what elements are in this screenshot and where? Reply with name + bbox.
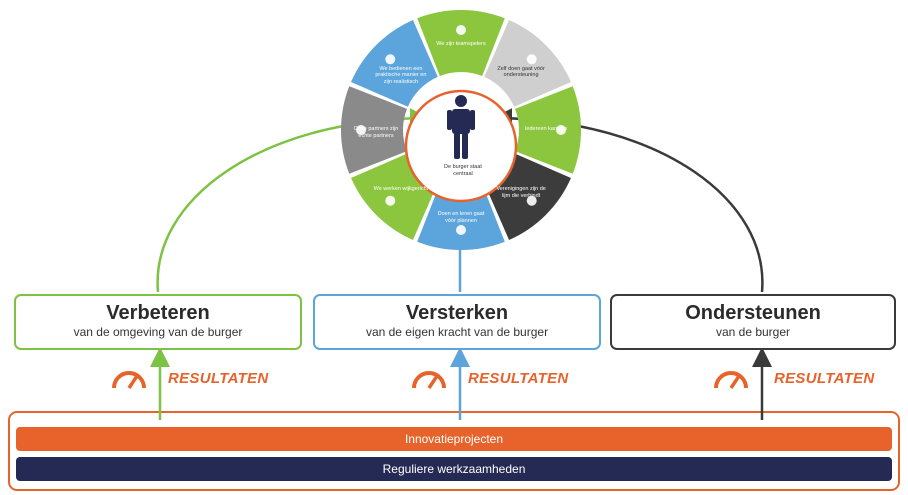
results-verbeteren: RESULTATEN: [168, 370, 269, 387]
bars-frame: [8, 411, 900, 491]
wheel-segment: [417, 9, 505, 76]
loop-icon: [456, 225, 466, 235]
document-icon: [526, 54, 537, 65]
results-ondersteunen: RESULTATEN: [774, 370, 875, 387]
box-subtitle: van de burger: [715, 325, 791, 339]
ladder-icon: [556, 125, 566, 135]
results-label: RESULTATEN: [468, 370, 569, 387]
eye-icon: [385, 54, 396, 65]
wheel-segment-label: Onze partners zijn échte partners: [353, 126, 399, 139]
link-icon: [356, 125, 366, 135]
wheel-segment-label: Doen en leren gaat vóór plannen: [437, 211, 485, 224]
gauge-icon: [714, 371, 748, 389]
center-label: De burger staat centraal: [444, 164, 482, 177]
results-label: RESULTATEN: [774, 370, 875, 387]
wheel-segment: [351, 20, 438, 107]
wheel-segment: [341, 86, 407, 174]
wheel-segment-label: We zijn teamspelers: [436, 41, 486, 47]
trophy-icon: [456, 25, 466, 35]
gauge-icon: [412, 371, 446, 389]
gauge-icon: [112, 371, 146, 389]
regular-work-bar: Reguliere werkzaamheden: [16, 457, 892, 481]
box-verbeteren: Verbeteren van de omgeving van de burger: [14, 294, 302, 350]
box-title: Verbeteren: [106, 302, 210, 324]
box-title: Ondersteunen: [685, 302, 821, 324]
wheel-segment-label: Zelf doen gaat vóór ondersteuning: [497, 65, 545, 79]
box-ondersteunen: Ondersteunen van de burger: [610, 294, 896, 350]
box-subtitle: van de omgeving van de burger: [73, 325, 243, 339]
wheel-segment: [515, 86, 581, 174]
results-versterken: RESULTATEN: [468, 370, 569, 387]
box-subtitle: van de eigen kracht van de burger: [365, 325, 549, 339]
wheel-segment-label: Iedereen kan iets: [524, 126, 568, 132]
box-title: Versterken: [405, 302, 509, 324]
wheel-segment-label: We werken wijkgericht: [373, 186, 429, 193]
results-label: RESULTATEN: [168, 370, 269, 387]
wheel-segment: [417, 184, 505, 250]
box-versterken: Versterken van de eigen kracht van de bu…: [313, 294, 601, 350]
wheel-segment-label: Verenigingen zijn de lijm die verbindt: [496, 186, 546, 199]
wheel-segment: [484, 20, 571, 107]
wheel-segment-label: We bedienen een praktische manier en zij…: [375, 65, 427, 85]
house-icon: [385, 195, 396, 206]
innovation-bar: Innovatieprojecten: [16, 427, 892, 451]
person-icon: [447, 95, 475, 159]
center-circle: [404, 89, 518, 203]
brush-icon: [526, 195, 537, 206]
